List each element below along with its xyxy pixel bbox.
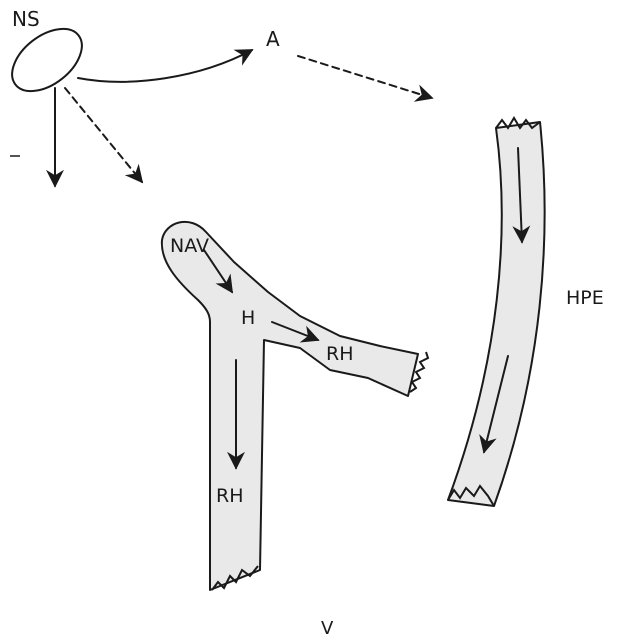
label-v: V bbox=[321, 618, 334, 636]
label-rh-stem: RH bbox=[216, 485, 244, 507]
arrow-a-to-hpe bbox=[298, 56, 432, 98]
label-ns: NS bbox=[12, 7, 40, 31]
label-hpe: HPE bbox=[566, 287, 604, 309]
neurosecretory-body bbox=[162, 222, 418, 590]
label-rh-branch: RH bbox=[326, 343, 354, 365]
label-nav: NAV bbox=[170, 235, 209, 257]
arrow-ns-dashed-diagonal bbox=[65, 88, 142, 182]
arrow-ns-to-a bbox=[78, 50, 252, 82]
label-a: A bbox=[266, 27, 280, 51]
label-h: H bbox=[241, 307, 255, 329]
hpe-band bbox=[448, 122, 545, 506]
